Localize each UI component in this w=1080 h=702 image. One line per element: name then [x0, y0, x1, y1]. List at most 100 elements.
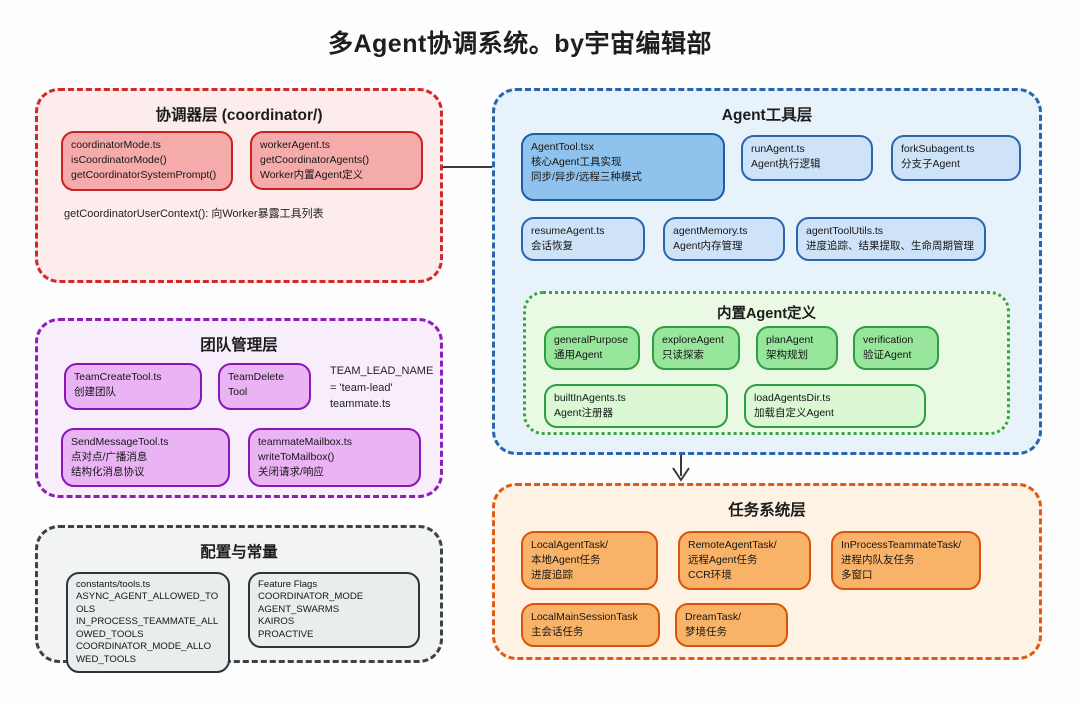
- text-line: Agent执行逻辑: [751, 157, 821, 170]
- text-line: IN_PROCESS_TEAMMATE_ALLOWED_TOOLS: [76, 616, 219, 640]
- box-planAgent: planAgent 架构规划: [756, 326, 838, 370]
- box-RemoteAgentTask: RemoteAgentTask/远程Agent任务 CCR环境: [678, 531, 811, 590]
- text-line: exploreAgent: [662, 334, 724, 346]
- text-line: InProcessTeammateTask/: [841, 539, 962, 551]
- team-management-title: 团队管理层: [200, 337, 278, 354]
- text-line: LocalMainSessionTask: [531, 611, 638, 623]
- box-forkSubagent: forkSubagent.ts 分支子Agent: [891, 135, 1021, 181]
- text-line: 远程Agent任务: [688, 553, 758, 566]
- page-title: 多Agent协调系统。by宇宙编辑部: [327, 30, 712, 58]
- text-line: 同步/异步/远程三种模式: [531, 170, 642, 183]
- text-line: 多窗口: [841, 568, 873, 581]
- coordinator-footer-note: getCoordinatorUserContext(): 向Worker暴露工具…: [64, 208, 324, 220]
- text-line: forkSubagent.ts: [901, 143, 975, 155]
- text-line: 进度追踪、结果提取、生命周期管理: [806, 239, 974, 252]
- text-line: DreamTask/: [685, 611, 742, 623]
- text-line: generalPurpose: [554, 334, 629, 346]
- arrow-agent-tools-to-tasks: [672, 451, 690, 482]
- task-system-title: 任务系统层: [728, 502, 806, 519]
- text-line: 加载自定义Agent: [754, 406, 834, 419]
- text-line: 验证Agent: [863, 348, 912, 361]
- text-line: resumeAgent.ts: [531, 225, 605, 237]
- box-SendMessageTool: SendMessageTool.ts 点对点/广播消息结构化消息协议: [61, 428, 230, 487]
- team-lead-note: TEAM_LEAD_NAME = 'team-lead' teammate.ts: [330, 363, 442, 413]
- text-line: isCoordinatorMode(): [71, 153, 167, 166]
- box-TeamCreateTool: TeamCreateTool.ts 创建团队: [64, 363, 202, 410]
- text-line: 分支子Agent: [901, 157, 960, 170]
- text-line: 会话恢复: [531, 239, 573, 252]
- text-line: TEAM_LEAD_NAME: [330, 365, 434, 377]
- text-line: RemoteAgentTask/: [688, 539, 777, 551]
- task-system-layer: 任务系统层 LocalAgentTask/本地Agent任务进度追踪 Remot…: [492, 483, 1042, 660]
- text-line: LocalAgentTask/: [531, 539, 609, 551]
- text-line: runAgent.ts: [751, 143, 805, 155]
- text-line: builtInAgents.ts: [554, 392, 626, 404]
- text-line: Worker内置Agent定义: [260, 168, 364, 181]
- text-line: 只读探索: [662, 348, 704, 361]
- text-line: 点对点/广播消息: [71, 450, 148, 463]
- text-line: planAgent: [766, 334, 814, 346]
- text-line: teammateMailbox.ts: [258, 436, 352, 448]
- box-loadAgentsDir: loadAgentsDir.ts 加载自定义Agent: [744, 384, 926, 428]
- config-constants-title: 配置与常量: [200, 544, 278, 561]
- box-exploreAgent: exploreAgent 只读探索: [652, 326, 740, 370]
- box-workerAgent: workerAgent.ts getCoordinatorAgents() Work…: [250, 131, 423, 190]
- text-line: coordinatorMode.ts: [71, 139, 161, 151]
- text-line: = 'team-lead': [330, 381, 393, 394]
- builtin-agents-title: 内置Agent定义: [716, 306, 817, 322]
- text-line: workerAgent.ts: [260, 139, 331, 151]
- text-line: loadAgentsDir.ts: [754, 392, 831, 404]
- box-resumeAgent: resumeAgent.ts 会话恢复: [521, 217, 645, 261]
- text-line: 结构化消息协议: [71, 465, 145, 478]
- coordinator-layer: 协调器层 (coordinator/) coordinatorMode.ts is…: [35, 88, 443, 283]
- box-LocalAgentTask: LocalAgentTask/本地Agent任务进度追踪: [521, 531, 658, 590]
- box-agentToolUtils: agentToolUtils.ts 进度追踪、结果提取、生命周期管理: [796, 217, 986, 261]
- text-line: AgentTool.tsx: [531, 141, 595, 153]
- text-line: agentMemory.ts: [673, 225, 748, 237]
- text-line: 梦境任务: [685, 625, 727, 638]
- text-line: 进度追踪: [531, 568, 573, 581]
- text-line: Agent内存管理: [673, 239, 743, 252]
- text-line: COORDINATOR_MODE_ALLOWED_TOOLS: [76, 641, 212, 665]
- box-InProcessTeammateTask: InProcessTeammateTask/进程内队友任务多窗口: [831, 531, 981, 590]
- text-line: ASYNC_AGENT_ALLOWED_TOOLS: [76, 591, 219, 615]
- agent-tools-layer-title: Agent工具层: [721, 107, 813, 124]
- text-line: 架构规划: [766, 348, 808, 361]
- text-line: teammate.ts: [330, 398, 391, 410]
- text-line: Agent注册器: [554, 406, 613, 419]
- text-line: agentToolUtils.ts: [806, 225, 884, 237]
- text-line: CCR环境: [688, 568, 732, 581]
- text-line: getCoordinatorAgents(): [260, 153, 370, 166]
- box-AgentTool: AgentTool.tsx 核心Agent工具实现同步/异步/远程三种模式: [521, 133, 725, 201]
- text-line: writeToMailbox(): [258, 450, 335, 463]
- text-line: verification: [863, 334, 914, 346]
- box-LocalMainSessionTask: LocalMainSessionTask 主会话任务: [521, 603, 660, 647]
- text-line: 核心Agent工具实现: [531, 155, 622, 168]
- text-line: TeamCreateTool.ts: [74, 371, 162, 383]
- box-verification: verification 验证Agent: [853, 326, 939, 370]
- text-line: KAIROS: [258, 616, 295, 628]
- text-line: AGENT_SWARMS: [258, 603, 340, 615]
- text-line: SendMessageTool.ts: [71, 436, 169, 448]
- text-line: 主会话任务: [531, 625, 584, 638]
- text-line: constants/tools.ts: [76, 579, 151, 590]
- agent-tools-layer: Agent工具层 AgentTool.tsx 核心Agent工具实现同步/异步/远…: [492, 88, 1042, 455]
- text-line: Tool: [228, 385, 248, 398]
- coordinator-layer-title: 协调器层 (coordinator/): [155, 107, 323, 124]
- text-line: 创建团队: [74, 385, 116, 398]
- text-line: TeamDelete: [228, 371, 285, 383]
- text-line: PROACTIVE: [258, 628, 314, 640]
- text-line: 本地Agent任务: [531, 553, 601, 566]
